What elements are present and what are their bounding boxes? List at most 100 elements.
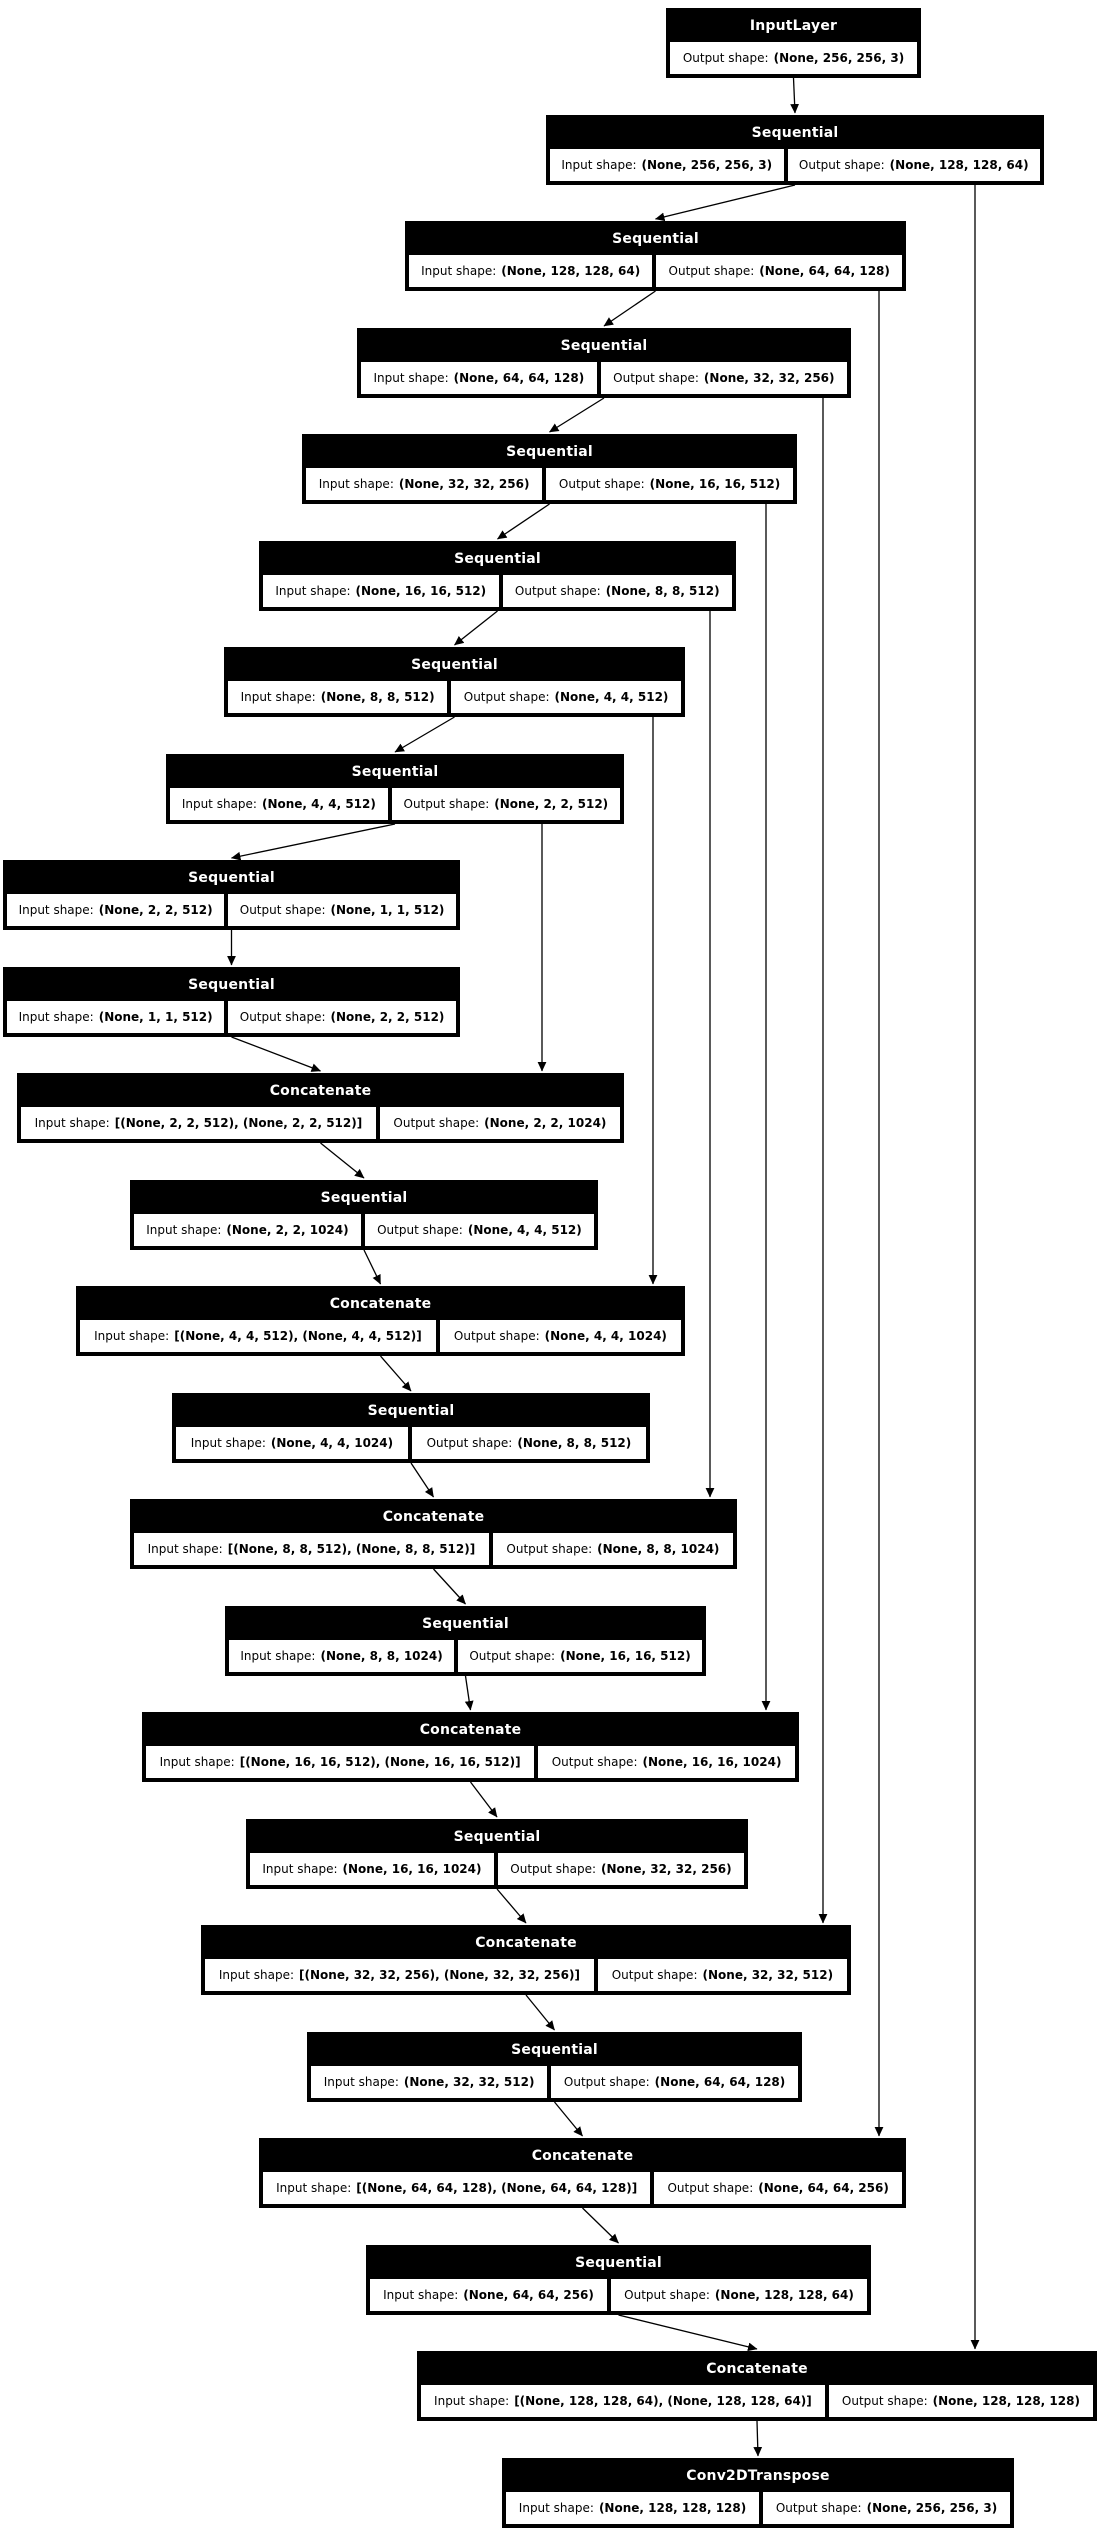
input-shape-value: (None, 128, 128, 64) (501, 264, 641, 278)
input-shape-label: Input shape: (383, 2288, 459, 2302)
input-shape-label: Input shape: (190, 1436, 266, 1450)
layer-type-label: Concatenate (706, 2360, 808, 2377)
shape-row: Input shape:(None, 8, 8, 1024)Output sha… (229, 1640, 702, 1672)
edge-main-9-10 (231, 1036, 321, 1072)
output-shape-value: (None, 128, 128, 64) (714, 2288, 854, 2302)
input-shape-label: Input shape: (318, 477, 394, 491)
input-shape-value: (None, 8, 8, 512) (320, 690, 435, 704)
output-shape-value: (None, 2, 2, 1024) (484, 1116, 607, 1130)
shape-row: Input shape:(None, 32, 32, 256)Output sh… (306, 468, 793, 500)
edge-main-21-22 (618, 2314, 758, 2352)
edge-main-14-15 (433, 1568, 466, 1605)
shape-row: Input shape:(None, 4, 4, 1024)Output sha… (176, 1427, 646, 1459)
shape-row: Input shape: (None, 16, 16, 1024) Output s… (250, 1853, 745, 1885)
edge-main-12-13 (380, 1355, 412, 1392)
input-shape-label: Input shape: (240, 1649, 316, 1663)
input-shape-value: (None, 4, 4, 512) (261, 797, 376, 811)
input-shape-label: Input shape: (18, 1010, 94, 1024)
edge-main-5-6 (454, 610, 498, 646)
input-shape-value: (None, 16, 16, 1024) (342, 1862, 482, 1876)
layer-type-label: Sequential (560, 337, 648, 354)
shape-row: Input shape:[(None, 2, 2, 512), (None, 2… (21, 1107, 620, 1139)
input-shape-label: Input shape: (147, 1542, 223, 1556)
input-shape-value: [(None, 128, 128, 64), (None, 128, 128, … (514, 2394, 812, 2408)
input-shape-label: Input shape: (323, 2075, 399, 2089)
layer-type-label: Sequential (612, 230, 699, 247)
output-shape-cell: Output shape:(None, 2, 2, 512) (228, 1001, 456, 1033)
output-shape-cell: Output shape:(None, 64, 64, 128) (656, 255, 903, 287)
edge-main-2-3 (603, 290, 656, 327)
output-shape-value: (None, 64, 64, 128) (654, 2075, 786, 2089)
output-shape-value: (None, 64, 64, 128) (759, 264, 890, 278)
input-shape-label: Input shape: (421, 264, 497, 278)
edge-main-7-8 (231, 823, 396, 861)
edge-main-18-19 (525, 1994, 556, 2031)
shape-row: Input shape:(None, 2, 2, 1024)Output sha… (134, 1214, 594, 1246)
input-shape-cell: Input shape:(None, 128, 128, 128) (506, 2492, 760, 2524)
input-shape-value: (None, 1, 1, 512) (98, 1010, 213, 1024)
edge-main-15-16 (464, 1675, 474, 1711)
output-shape-label: Output shape: (426, 1436, 513, 1450)
input-shape-value: (None, 32, 32, 256) (398, 477, 530, 491)
input-shape-cell: Input shape:(None, 16, 16, 512) (263, 575, 499, 607)
layer-type-label: Concatenate (382, 1508, 485, 1525)
output-shape-label: Output shape: (506, 1542, 593, 1556)
output-shape-cell: Output shape:(None, 16, 16, 1024) (538, 1746, 796, 1778)
output-shape-cell: Output shape: (None, 128, 128, 64) (787, 149, 1041, 181)
input-shape-label: Input shape: (518, 2501, 594, 2515)
input-shape-label: Input shape: (218, 1968, 295, 1982)
input-shape-value: [(None, 2, 2, 512), (None, 2, 2, 512)] (114, 1116, 363, 1130)
shape-row: Input shape:(None, 32, 32, 512)Output sh… (311, 2066, 798, 2098)
layer-type-label: Sequential (188, 869, 275, 886)
layer-type-label: Sequential (188, 976, 275, 993)
shape-row: Input shape:[(None, 16, 16, 512), (None,… (146, 1746, 796, 1778)
input-shape-label: Input shape: (561, 158, 637, 172)
input-shape-label: Input shape: (262, 1862, 338, 1876)
shape-row: Input shape:(None, 256, 256, 3)Output sh… (550, 149, 1041, 181)
output-shape-value: (None, 128, 128, 64) (889, 158, 1029, 172)
output-shape-cell: Output shape:(None, 4, 4, 512) (451, 681, 681, 713)
output-shape-cell: Output shape:(None, 2, 2, 1024) (379, 1107, 620, 1139)
input-shape-label: Input shape: (94, 1329, 170, 1343)
output-shape-label: Output shape: (510, 1862, 597, 1876)
layer-type-label: Sequential (422, 1615, 509, 1632)
input-shape-label: Input shape: (181, 797, 257, 811)
output-shape-value: (None, 16, 16, 512) (560, 1649, 691, 1663)
output-shape-value: (None, 4, 4, 512) (554, 690, 669, 704)
input-shape-cell: Input shape: (None, 1, 1, 512) (7, 1001, 225, 1033)
input-shape-cell: Input shape:(None, 32, 32, 512) (311, 2066, 548, 2098)
edge-main-20-21 (582, 2207, 619, 2244)
edge-main-3-4 (549, 397, 605, 433)
input-shape-value: [(None, 64, 64, 128), (None, 64, 64, 128… (356, 2181, 638, 2195)
input-shape-label: Input shape: (159, 1755, 235, 1769)
output-shape-value: (None, 8, 8, 512) (605, 584, 720, 598)
output-shape-cell: Output shape:(None, 256, 256, 3) (670, 42, 917, 74)
output-shape-cell: Output shape:(None, 32, 32, 256) (600, 362, 847, 394)
input-shape-value: [(None, 4, 4, 512), (None, 4, 4, 512)] (174, 1329, 422, 1343)
output-shape-label: Output shape: (775, 2501, 862, 2515)
layer-type-label: Sequential (367, 1402, 455, 1419)
input-shape-label: Input shape: (434, 2394, 510, 2408)
layer-type-label: Sequential (320, 1189, 408, 1206)
output-shape-value: (None, 8, 8, 512) (517, 1436, 632, 1450)
output-shape-label: Output shape: (551, 1755, 638, 1769)
input-shape-cell: Input shape: [(None, 128, 128, 64), (None… (421, 2385, 825, 2417)
output-shape-label: Output shape: (841, 2394, 928, 2408)
shape-row: Input shape:(None, 64, 64, 128)Output sh… (361, 362, 847, 394)
edge-main-0-1 (790, 77, 800, 114)
layer-type-label: Sequential (453, 1828, 541, 1845)
output-shape-cell: Output shape:(None, 128, 128, 64) (611, 2279, 868, 2311)
input-shape-cell: Input shape:[(None, 2, 2, 512), (None, 2… (21, 1107, 376, 1139)
output-shape-cell: Output shape:(None, 8, 8, 1024) (492, 1533, 733, 1565)
edge-main-1-2 (655, 184, 796, 222)
output-shape-label: Output shape: (798, 158, 885, 172)
